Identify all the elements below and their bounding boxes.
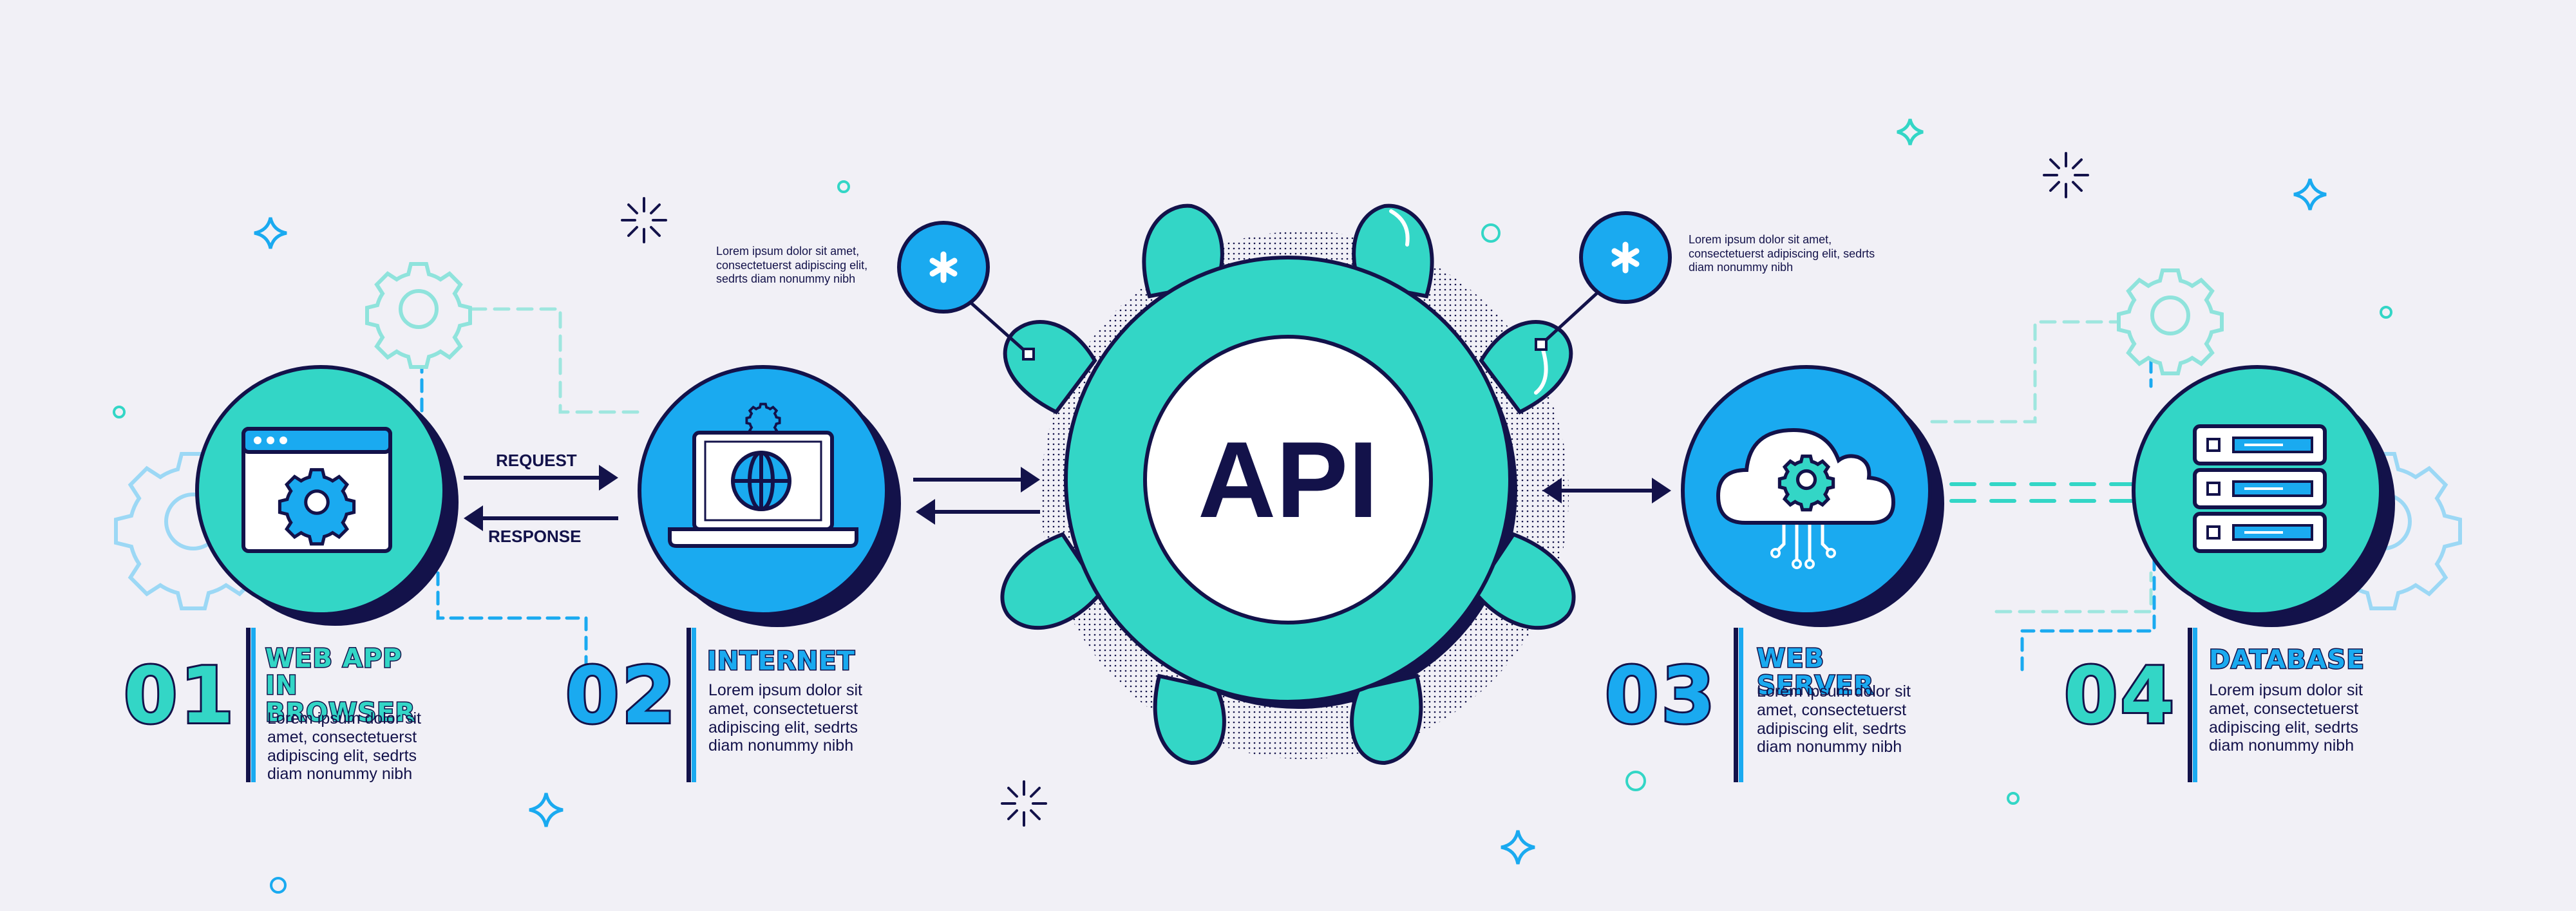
web-app-node — [195, 365, 459, 626]
api-label: API — [1198, 419, 1378, 540]
step-description: Lorem ipsum dolor sit amet, consectetuer… — [708, 681, 862, 755]
laptop-globe-icon — [668, 402, 858, 548]
step-divider — [246, 628, 256, 782]
api-center-circle — [1143, 335, 1433, 625]
response-arrow — [464, 505, 618, 531]
ring-decoration — [270, 877, 287, 894]
server-rack-icon — [2193, 424, 2327, 553]
note-left: Lorem ipsum dolor sit amet, consectetuer… — [716, 245, 868, 286]
bidirectional-arrow — [1542, 478, 1671, 503]
api-gear: API — [897, 203, 1672, 765]
asterisk-icon — [929, 251, 958, 283]
arrows — [464, 465, 1671, 531]
step-description: Lorem ipsum dolor sit amet, consectetuer… — [1757, 682, 1911, 756]
dashed-path — [423, 307, 646, 414]
ring-decoration — [1625, 771, 1646, 791]
step-title: DATABASE — [2208, 645, 2365, 675]
browser-gear-icon — [242, 427, 392, 553]
step-number: 02 — [564, 652, 678, 741]
step-divider — [2188, 628, 2197, 782]
step-title: WEB SERVER — [1756, 644, 1875, 700]
step-description: Lorem ipsum dolor sit amet, consectetuer… — [2209, 681, 2363, 755]
dashed-path — [2020, 558, 2156, 672]
sparkle-icon — [1897, 118, 1924, 146]
step-divider — [687, 628, 696, 782]
database-node — [2132, 365, 2395, 627]
outline-gear-icon — [2117, 268, 2224, 375]
ring-decoration — [837, 180, 850, 193]
sparkle-icon — [1501, 830, 1535, 865]
exchange-arrows — [913, 467, 1040, 525]
right-pin — [1535, 211, 1672, 351]
starburst-icon — [621, 197, 667, 243]
ring-decoration — [113, 406, 126, 418]
step-number: 04 — [2062, 652, 2177, 741]
response-label: RESPONSE — [488, 527, 582, 546]
starburst-icon — [2043, 152, 2089, 198]
step-title: WEB APP IN BROWSER — [264, 644, 416, 728]
step-number: 03 — [1603, 652, 1718, 741]
ring-decoration — [1481, 223, 1501, 243]
ring-decoration — [2380, 306, 2392, 319]
step-divider — [1734, 628, 1743, 782]
internet-node — [638, 365, 901, 627]
step-title: INTERNET — [706, 646, 856, 676]
sparkle-icon — [254, 217, 287, 249]
ring-decoration — [2007, 792, 2020, 805]
request-arrow — [464, 465, 618, 491]
left-pin — [897, 221, 1035, 361]
dashed-path — [1994, 571, 2153, 614]
sparkle-icon — [529, 793, 564, 827]
step-number: 01 — [122, 652, 236, 741]
starburst-icon — [1001, 780, 1047, 827]
dashed-path — [1930, 320, 2127, 424]
step-description: Lorem ipsum dolor sit amet, consectetuer… — [267, 709, 421, 784]
dashed-path — [436, 552, 588, 665]
asterisk-icon — [1611, 241, 1640, 274]
note-right: Lorem ipsum dolor sit amet, consectetuer… — [1689, 233, 1875, 274]
outline-gear-icon — [365, 262, 472, 369]
cloud-gear-icon — [1716, 427, 1896, 569]
request-label: REQUEST — [496, 451, 577, 470]
gear-teeth — [1000, 203, 1576, 765]
web-server-node — [1681, 365, 1944, 627]
sparkle-icon — [2293, 178, 2327, 211]
